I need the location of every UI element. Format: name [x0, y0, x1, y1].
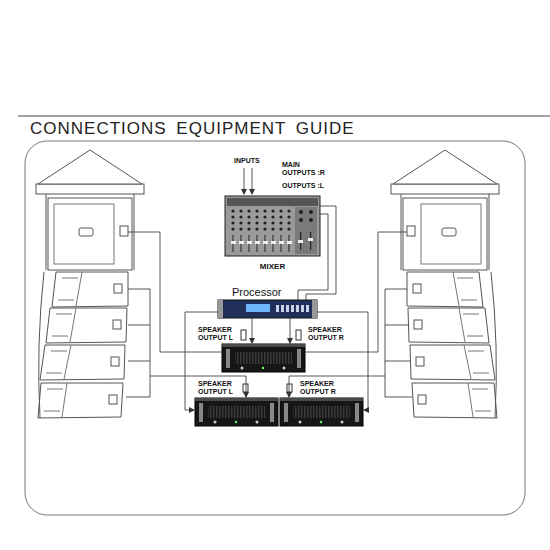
diagram-title: CONNECTIONS EQUIPMENT GUIDE [30, 119, 355, 139]
speaker-wires-part [289, 289, 412, 397]
processor-illustration-part [246, 304, 270, 312]
port-label: INPUTS [234, 157, 260, 165]
signal-connector [306, 206, 336, 300]
mixer-illustration-part [309, 210, 313, 214]
speaker-wires-part [290, 318, 291, 343]
processor-illustration-part [276, 305, 309, 312]
processor-illustration-part [218, 300, 223, 318]
mixer-illustration-part [308, 238, 313, 241]
port-label: SPEAKER OUTPUT L [198, 380, 238, 396]
processor-illustration-part-part [306, 305, 309, 312]
mixer-illustration-part [299, 218, 303, 222]
speaker-wires-part [126, 289, 246, 397]
speaker-wires [126, 168, 412, 410]
amplifiers-part [195, 398, 278, 426]
node-label: MIXER [225, 262, 320, 271]
mixer-illustration-part [225, 196, 320, 256]
processor-illustration-part-part [301, 305, 304, 312]
mixer-illustration-part [299, 210, 303, 214]
mixer-illustration-part [295, 207, 317, 254]
mixer-illustration [225, 196, 320, 256]
mixer-box: MIXER [225, 196, 320, 256]
speaker-wires-part [305, 232, 407, 352]
node-label: Processor [232, 286, 282, 298]
mixer-illustration-part [309, 218, 313, 222]
port-label: SPEAKER OUTPUT R [300, 380, 340, 396]
jacks-part [243, 384, 248, 392]
processor-illustration [218, 300, 317, 318]
processor-box: Processor [218, 300, 317, 318]
top-rule [18, 116, 550, 117]
amplifiers-part [222, 344, 305, 372]
port-label: SPEAKER OUTPUT L [198, 326, 238, 342]
speaker-wires-part [244, 168, 245, 194]
signal-connector [298, 214, 328, 300]
port-label: MAIN OUTPUTS :R [282, 161, 328, 177]
mixer-illustration-part [227, 198, 318, 206]
jacks-part [296, 330, 301, 340]
jacks-part [287, 384, 292, 392]
line-array-right [391, 150, 499, 418]
speaker-wires-part [252, 168, 253, 194]
port-label: SPEAKER OUTPUT R [308, 326, 348, 342]
processor-illustration-part [218, 300, 317, 318]
processor-illustration-part-part [291, 305, 294, 312]
processor-illustration-part-part [276, 305, 279, 312]
line-array-left [36, 150, 144, 418]
amplifiers-part [280, 398, 363, 426]
processor-illustration-part-part [281, 305, 284, 312]
mixer-illustration-part [298, 240, 303, 243]
processor-illustration-part-part [296, 305, 299, 312]
jacks-part [241, 330, 246, 340]
processor-illustration-part-part [286, 305, 289, 312]
processor-illustration-part [312, 300, 317, 318]
amplifiers [195, 344, 363, 426]
port-label: OUTPUTS :L [282, 182, 324, 190]
frame [25, 141, 525, 515]
jacks [241, 330, 301, 392]
speaker-wires-part [252, 318, 253, 343]
mixer-illustration-part [229, 207, 293, 254]
